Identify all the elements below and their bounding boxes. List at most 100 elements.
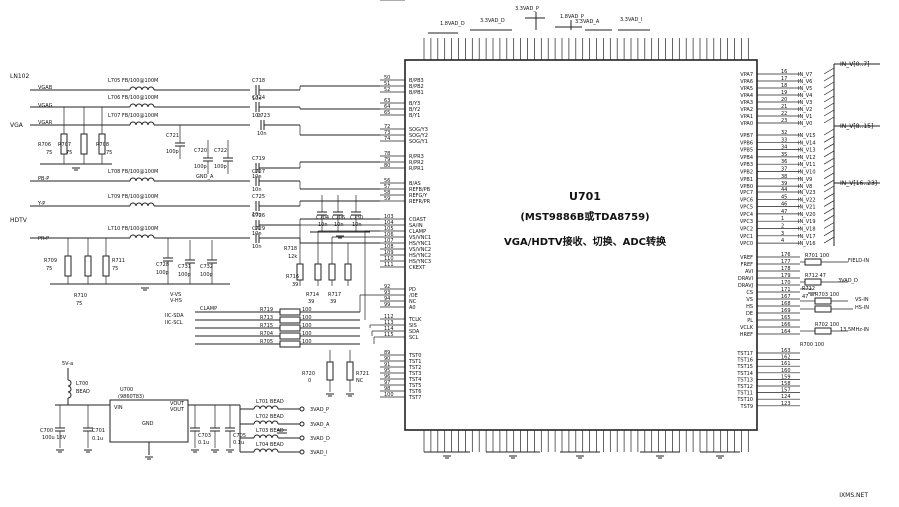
cap-c705 <box>225 427 235 432</box>
cap-ref: C728 <box>156 262 169 268</box>
right-pin-number: 20 <box>781 97 787 103</box>
right-pin-net: IN_V8 <box>798 184 812 190</box>
right-pin-number: 157 <box>781 388 791 394</box>
bead-label: L704 BEAD <box>256 442 284 448</box>
left-pin-name: TST7 <box>408 395 421 401</box>
right-pin-name: VPA0 <box>740 121 753 127</box>
regulator-part: (9860T83) <box>118 394 144 400</box>
ground-symbol <box>656 455 664 459</box>
left-pin-number: 50 <box>384 75 390 81</box>
left-pin-number: 93 <box>384 290 390 296</box>
resistor-ref: R707 <box>58 142 71 148</box>
resistor-r712 <box>804 278 822 286</box>
ground-symbol <box>226 449 234 453</box>
left-pin-name: TCLK <box>408 317 422 323</box>
left-pin-number: 57 <box>384 184 390 190</box>
left-pin-number: 80 <box>384 163 390 169</box>
regulator-pin-gnd: GND <box>142 421 154 427</box>
left-pin-number: 74 <box>384 136 390 142</box>
left-pin-name: B/Y3 <box>409 101 420 107</box>
left-pin-name: CKEXT <box>409 265 426 271</box>
left-pin-number: 99 <box>384 302 390 308</box>
ground-symbol <box>72 167 80 171</box>
bus-entry <box>823 150 835 158</box>
resistor-r716 <box>314 263 322 281</box>
right-pin-number: 169 <box>781 308 791 314</box>
bead-l700 <box>67 379 72 399</box>
cap-ref: C732 <box>200 264 213 270</box>
left-pin-number: 108 <box>384 244 394 250</box>
right-pin-name: VPA6 <box>740 79 753 85</box>
ground-symbol <box>346 393 354 397</box>
resistor-value: 100 <box>302 331 312 337</box>
resistor-ref: R714 <box>306 292 319 298</box>
right-pin-name: CS <box>746 290 753 296</box>
right-pin-number: 160 <box>781 368 791 374</box>
bus-entry <box>823 229 835 237</box>
cap-ref: C722 <box>214 148 227 154</box>
right-pin-name: VPA4 <box>740 93 753 99</box>
sig-v-vs: V-VS <box>170 292 181 298</box>
left-pin-name: TST3 <box>408 371 421 377</box>
cap-c700 <box>55 427 65 432</box>
right-pin-name: TST10 <box>736 397 753 403</box>
resistor-label: R703 100 <box>815 292 839 298</box>
right-pin-net: IN_V0 <box>798 121 812 127</box>
inductor-label: L705 FB/100@100M <box>108 78 158 84</box>
resistor-r703 <box>814 297 832 305</box>
left-pin-number: 104 <box>384 220 394 226</box>
sig-vs-in: VS-IN <box>855 297 869 303</box>
inductor-label: L706 FB/100@100M <box>108 95 158 101</box>
resistor-vs-hs <box>814 305 832 313</box>
right-pin-number: 38 <box>781 174 787 180</box>
left-pin-number: 111 <box>384 262 394 268</box>
right-pin-number: 2 <box>781 224 784 230</box>
left-pin-name: TST0 <box>408 353 421 359</box>
bead-in-ref: L700 <box>76 381 88 387</box>
left-pin-name: B/AS <box>409 181 421 187</box>
bus-entry <box>823 207 835 215</box>
net-vgag: VGAG <box>38 103 53 109</box>
bead-l702 <box>253 420 279 425</box>
right-pin-name: HREF <box>740 332 753 338</box>
right-pin-name: TST14 <box>736 371 753 377</box>
left-pin-name: SIS <box>409 323 417 329</box>
left-pin-number: 72 <box>384 124 390 130</box>
right-pin-name: VPC6 <box>740 197 753 203</box>
sig-iic-scl: IIC-SCL <box>165 320 183 326</box>
supply-3v3-a: 3.3VAD_A <box>575 19 600 25</box>
ground-symbol <box>211 449 219 453</box>
right-pin-number: 46 <box>781 202 787 208</box>
right-pin-net: IN_V2 <box>798 107 812 113</box>
bus-entry <box>823 192 835 200</box>
resistor-value: 100 <box>302 323 312 329</box>
right-pin-number: 18 <box>781 83 787 89</box>
resistor-value: 0 <box>308 378 311 384</box>
left-pin-name: A0 <box>409 305 416 311</box>
resistor-r721 <box>346 361 354 381</box>
right-pin-number: 165 <box>781 315 791 321</box>
resistor-ref: R706 <box>38 142 51 148</box>
left-pin-number: 91 <box>384 362 390 368</box>
left-pin-number: 103 <box>384 214 394 220</box>
cap-value: 100p <box>200 272 213 278</box>
resistor-ref: R715 <box>260 323 273 329</box>
resistor-ref: R720 <box>302 371 315 377</box>
right-pin-net: IN_V9 <box>798 177 812 183</box>
right-pin-name: TST9 <box>740 404 753 410</box>
bead-net: 3VAD_A <box>310 422 330 428</box>
left-pin-name: REFG/Y <box>409 193 428 199</box>
left-pin-number: 105 <box>384 226 394 232</box>
left-pin-name: TST4 <box>408 377 421 383</box>
resistor-value: 75 <box>46 266 52 272</box>
cap-ref: C723 <box>257 113 270 119</box>
cap-ref: C706 <box>332 215 345 221</box>
port-vga: VGA <box>10 122 24 129</box>
right-pin-name: DE <box>746 311 753 317</box>
right-pin-name: VPA7 <box>740 72 753 78</box>
inductor-label: L709 FB/100@100M <box>108 194 158 200</box>
right-pin-name: VPB1 <box>740 177 753 183</box>
resistor-value: 39 <box>308 299 314 305</box>
right-pin-name: VCLK <box>740 325 754 331</box>
